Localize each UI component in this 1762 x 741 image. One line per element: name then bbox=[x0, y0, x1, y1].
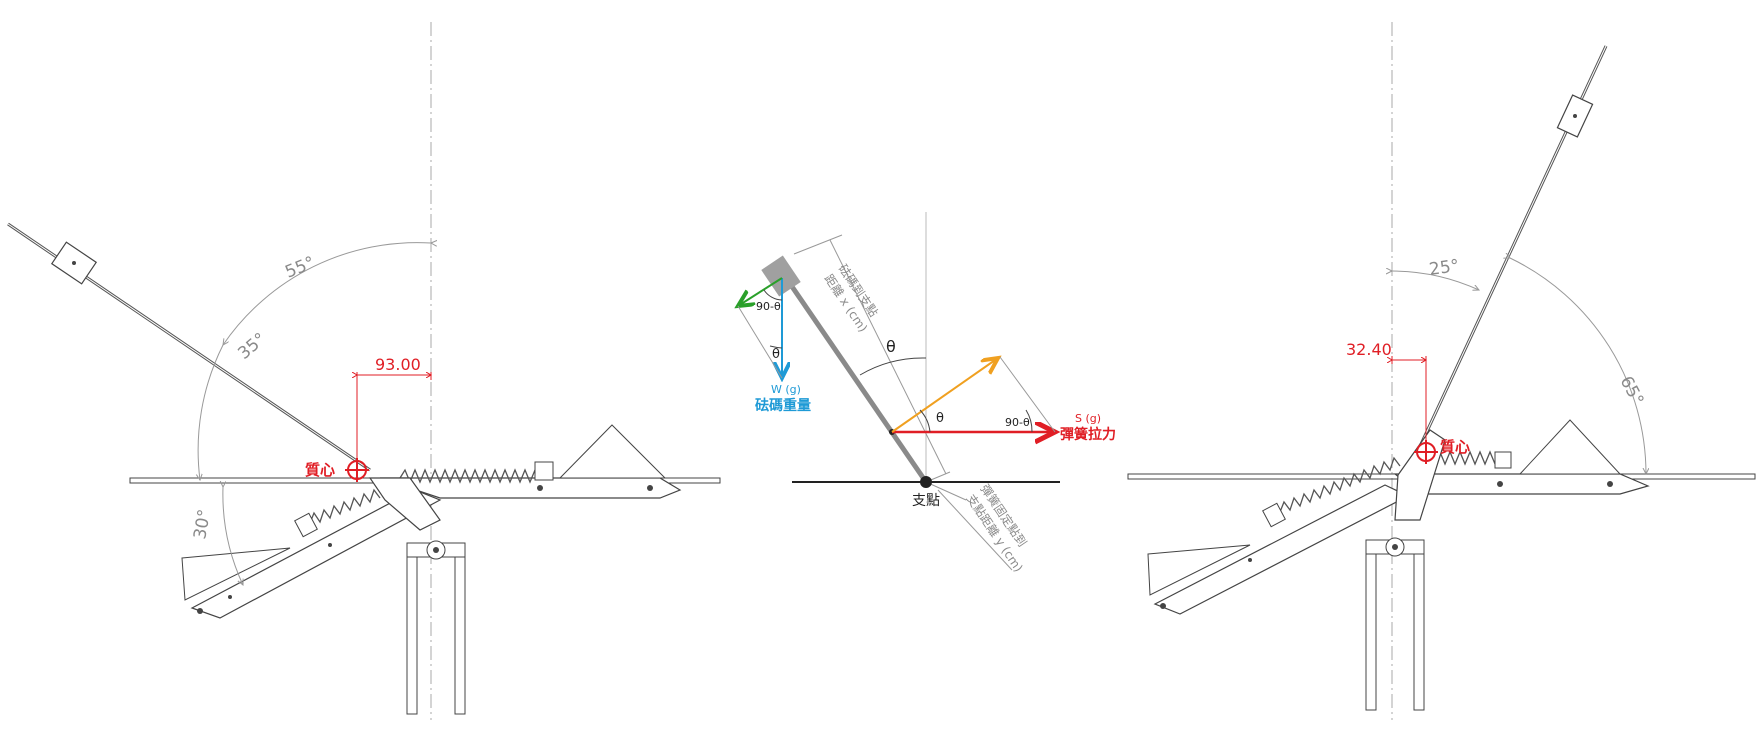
right-angle-arc-25 bbox=[1392, 271, 1479, 290]
right-center-of-mass-icon bbox=[1414, 440, 1438, 464]
left-lower-spring bbox=[309, 488, 381, 524]
left-angle-55-label: 55° bbox=[282, 253, 317, 283]
right-stand-leg-left bbox=[1365, 553, 1377, 711]
middle-weight-label: 砝碼重量 bbox=[755, 397, 811, 414]
middle-weight-component-arrow bbox=[738, 277, 783, 306]
right-figure bbox=[1127, 22, 1756, 720]
left-stand-leg-left bbox=[406, 556, 418, 715]
middle-fulcrum-point bbox=[920, 476, 932, 488]
right-triangle-stop bbox=[1518, 419, 1622, 475]
left-angle-35-label: 35° bbox=[234, 329, 270, 364]
left-angle-arc-55 bbox=[223, 243, 431, 345]
right-lower-spring bbox=[1279, 456, 1401, 513]
left-angle-30-label: 30° bbox=[190, 508, 215, 541]
middle-distance-x-line bbox=[829, 239, 947, 475]
right-dimension-label: 32.40 bbox=[1346, 340, 1392, 359]
middle-theta-top: θ bbox=[886, 337, 896, 356]
left-center-of-mass-icon bbox=[345, 458, 369, 482]
left-figure bbox=[7, 22, 721, 720]
left-dimension-label: 93.00 bbox=[375, 355, 421, 374]
middle-complement-spring: 90-θ bbox=[1005, 416, 1030, 429]
middle-figure bbox=[738, 212, 1060, 571]
right-angle-arc-65 bbox=[1510, 258, 1646, 474]
middle-spring-unit: S (g) bbox=[1075, 412, 1101, 425]
middle-complement-weight: 90-θ bbox=[756, 300, 781, 313]
left-upper-spring bbox=[399, 468, 541, 484]
middle-spring-label: 彈簧拉力 bbox=[1060, 426, 1116, 443]
left-center-of-mass-label: 質心 bbox=[305, 461, 335, 479]
middle-theta-weight: θ bbox=[772, 347, 780, 362]
right-stand-leg-right bbox=[1413, 553, 1425, 711]
left-stand-leg-right bbox=[454, 556, 466, 715]
left-angle-arc-30 bbox=[223, 487, 243, 585]
right-center-of-mass-label: 質心 bbox=[1440, 438, 1470, 456]
left-lower-arm bbox=[190, 489, 442, 619]
right-angle-25-label: 25° bbox=[1428, 256, 1461, 280]
middle-spring-component-arrow bbox=[891, 358, 998, 433]
right-angle-65-label: 65° bbox=[1616, 373, 1648, 409]
middle-fulcrum-label: 支點 bbox=[912, 493, 940, 509]
left-angle-arc-35 bbox=[198, 344, 224, 480]
left-triangle-stop bbox=[558, 424, 667, 479]
middle-weight-block bbox=[761, 255, 801, 297]
right-lower-wedge bbox=[1147, 544, 1251, 596]
middle-theta-spring: θ bbox=[936, 411, 944, 426]
middle-lever bbox=[779, 270, 929, 484]
middle-weight-unit: W (g) bbox=[771, 383, 801, 396]
middle-distance-y-line bbox=[937, 489, 1013, 571]
